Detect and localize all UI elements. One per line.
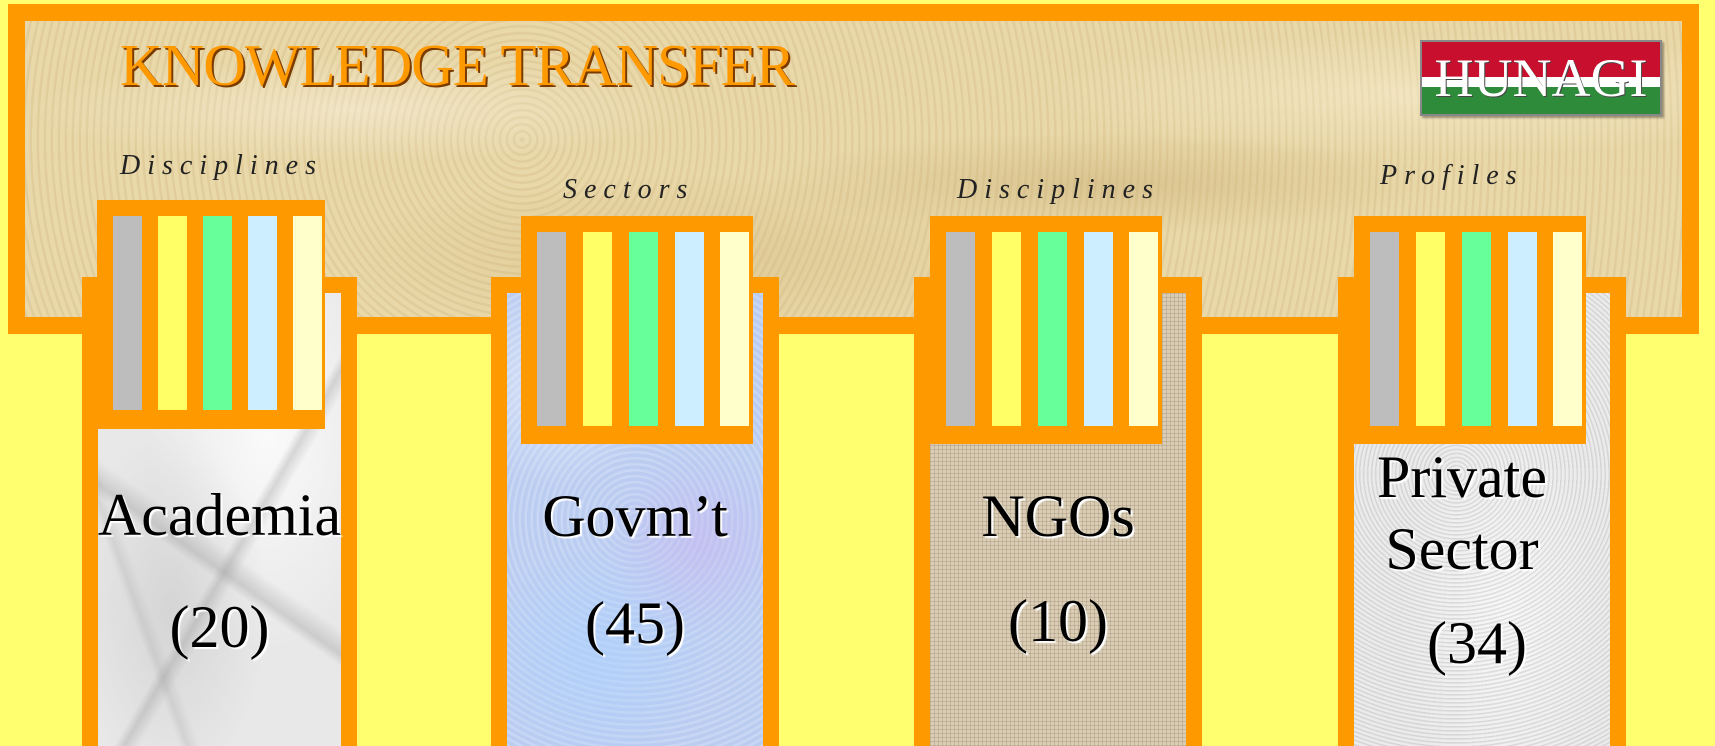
logo-green-band (1422, 86, 1660, 114)
card-ngos: NGOs (10) (914, 216, 1202, 746)
card-government: Govm’t (45) (491, 216, 779, 746)
card-name-line2: Sector (1385, 516, 1539, 582)
stripe-gray (537, 232, 566, 426)
hunagi-logo: HUNAGI (1420, 40, 1662, 116)
stripe-yellow (583, 232, 612, 426)
category-label-disciplines-2: Disciplines (957, 174, 1160, 205)
title-banner (8, 4, 1699, 334)
stripe-yellow (1416, 232, 1445, 426)
stripe-light-blue (1508, 232, 1537, 426)
stripe-green (1038, 232, 1067, 426)
category-label-profiles: Profiles (1380, 160, 1524, 191)
card-private-sector: Private Sector (34) (1338, 216, 1626, 746)
stripe-green (203, 216, 232, 410)
stripe-yellow (992, 232, 1021, 426)
connector-plug (521, 216, 753, 444)
logo-red-band (1422, 42, 1660, 77)
stripe-green (1462, 232, 1491, 426)
card-count: (34) (1427, 610, 1527, 676)
card-name-line1: Private (1377, 444, 1547, 510)
stripe-cream (720, 232, 749, 426)
stripe-yellow (158, 216, 187, 410)
card-name: NGOs (981, 483, 1135, 549)
connector-plug (930, 216, 1162, 444)
stripe-light-blue (1084, 232, 1113, 426)
connector-plug (1354, 216, 1586, 444)
card-count: (45) (585, 590, 685, 656)
logo-text: HUNAGI (1434, 48, 1648, 108)
stripe-gray (1370, 232, 1399, 426)
stripe-light-blue (248, 216, 277, 410)
stripe-cream (1129, 232, 1158, 426)
stripe-light-blue (675, 232, 704, 426)
stripe-gray (113, 216, 142, 410)
card-name: Academia (97, 482, 342, 548)
stripe-cream (293, 216, 322, 410)
logo-white-band (1422, 76, 1660, 87)
connector-plug (97, 200, 325, 429)
stripe-cream (1553, 232, 1582, 426)
category-label-disciplines-1: Disciplines (120, 150, 323, 181)
card-academia: Academia (20) (82, 200, 357, 746)
card-count: (10) (1008, 588, 1108, 654)
card-name: Govm’t (542, 483, 728, 549)
category-label-sectors: Sectors (563, 174, 695, 205)
stripe-gray (946, 232, 975, 426)
card-count: (20) (169, 594, 270, 660)
page-title: KNOWLEDGE TRANSFER (120, 32, 795, 98)
stripe-green (629, 232, 658, 426)
